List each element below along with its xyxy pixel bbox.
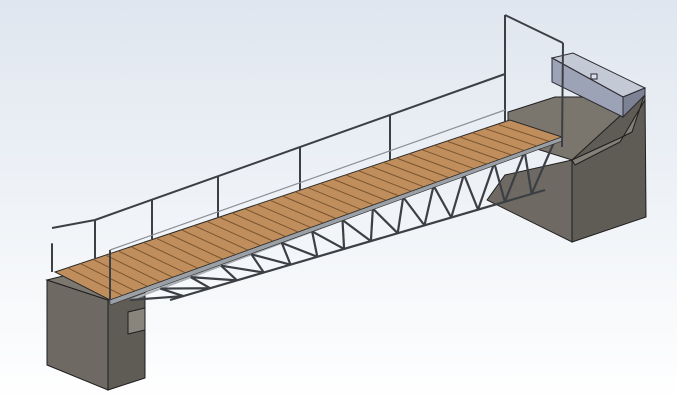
deck-plank-seam (269, 199, 324, 224)
deck-plank-seam (307, 187, 362, 210)
truss-diagonal (432, 185, 453, 219)
deck-plank-seam (143, 241, 199, 269)
end-plate-box (550, 52, 647, 119)
deck-plank-seam (282, 195, 337, 219)
deck-plank-seam (471, 132, 525, 152)
deck-plank-seam (446, 140, 500, 161)
deck-plank-seam (345, 174, 399, 197)
latch-icon (590, 73, 598, 80)
truss-diagonal (493, 162, 506, 203)
truss-diagonal (402, 196, 426, 227)
deck-plank-seam (181, 229, 236, 256)
deck-plank-seam (231, 212, 286, 238)
deck-plank-seam (219, 216, 274, 242)
truss-diagonal (311, 230, 345, 250)
deck-plank-seam (168, 233, 224, 260)
deck-plank-seam (105, 254, 161, 283)
deck-plank-seam (130, 246, 186, 274)
truss-bottom-chord (169, 188, 546, 302)
truss-diagonal (129, 294, 184, 302)
deck-plank-seam (257, 203, 312, 229)
truss-diagonal (503, 151, 526, 203)
deck-plank-seam (332, 178, 387, 201)
deck-plank-seam (117, 250, 173, 278)
railing-mid-rail (109, 109, 506, 251)
deck-plank-seam (484, 127, 538, 147)
deck-plank-seam (396, 157, 450, 179)
deck-plank-seam (67, 267, 123, 296)
truss-diagonal (220, 264, 238, 282)
deck-plank-seam (383, 161, 437, 183)
deck-plank-seam (80, 263, 136, 292)
deck-plank-seam (193, 225, 249, 251)
truss-diagonal (523, 151, 533, 195)
truss-diagonal (281, 241, 318, 258)
railing-top-rail (504, 14, 564, 44)
deck-plank-seam (497, 123, 550, 143)
truss-diagonal (462, 173, 480, 211)
deck-plank-seam (155, 237, 211, 265)
deck-plank-seam (433, 144, 487, 165)
deck-plank-seam (92, 258, 148, 287)
truss-diagonal (450, 173, 465, 218)
truss-diagonal (250, 253, 265, 274)
truss-diagonal (372, 207, 399, 234)
railing-post (561, 42, 564, 148)
truss-diagonal (160, 287, 184, 298)
truss-diagonal (341, 219, 346, 249)
truss-diagonal (251, 253, 291, 266)
truss-diagonal (423, 185, 435, 226)
deck-plank-seam (294, 191, 349, 215)
deck-plank-seam (421, 149, 475, 170)
railing-top-rail (51, 219, 96, 229)
truss-diagonal (311, 231, 319, 258)
truss (129, 138, 557, 302)
truss-diagonal (220, 264, 264, 274)
deck (53, 119, 564, 306)
truss-diagonal (396, 196, 405, 234)
truss-diagonal (476, 162, 496, 211)
deck-planks (67, 123, 550, 296)
railing-top-rail (94, 73, 506, 221)
deck-plank-seam (408, 153, 462, 174)
deck-plank-seam (320, 182, 374, 206)
truss-diagonal (530, 139, 557, 195)
deck-plank-seam (358, 170, 412, 192)
deck-plank-seam (244, 208, 299, 233)
truss-diagonal (190, 276, 238, 282)
deck-plank-seam (370, 165, 425, 188)
truss-diagonal (280, 242, 292, 266)
truss-diagonal (190, 276, 211, 290)
deck-plank-seam (459, 136, 512, 156)
truss-diagonal (341, 219, 372, 242)
truss-diagonal (369, 208, 374, 242)
railing (51, 14, 564, 300)
deck-plank-seam (206, 220, 261, 247)
